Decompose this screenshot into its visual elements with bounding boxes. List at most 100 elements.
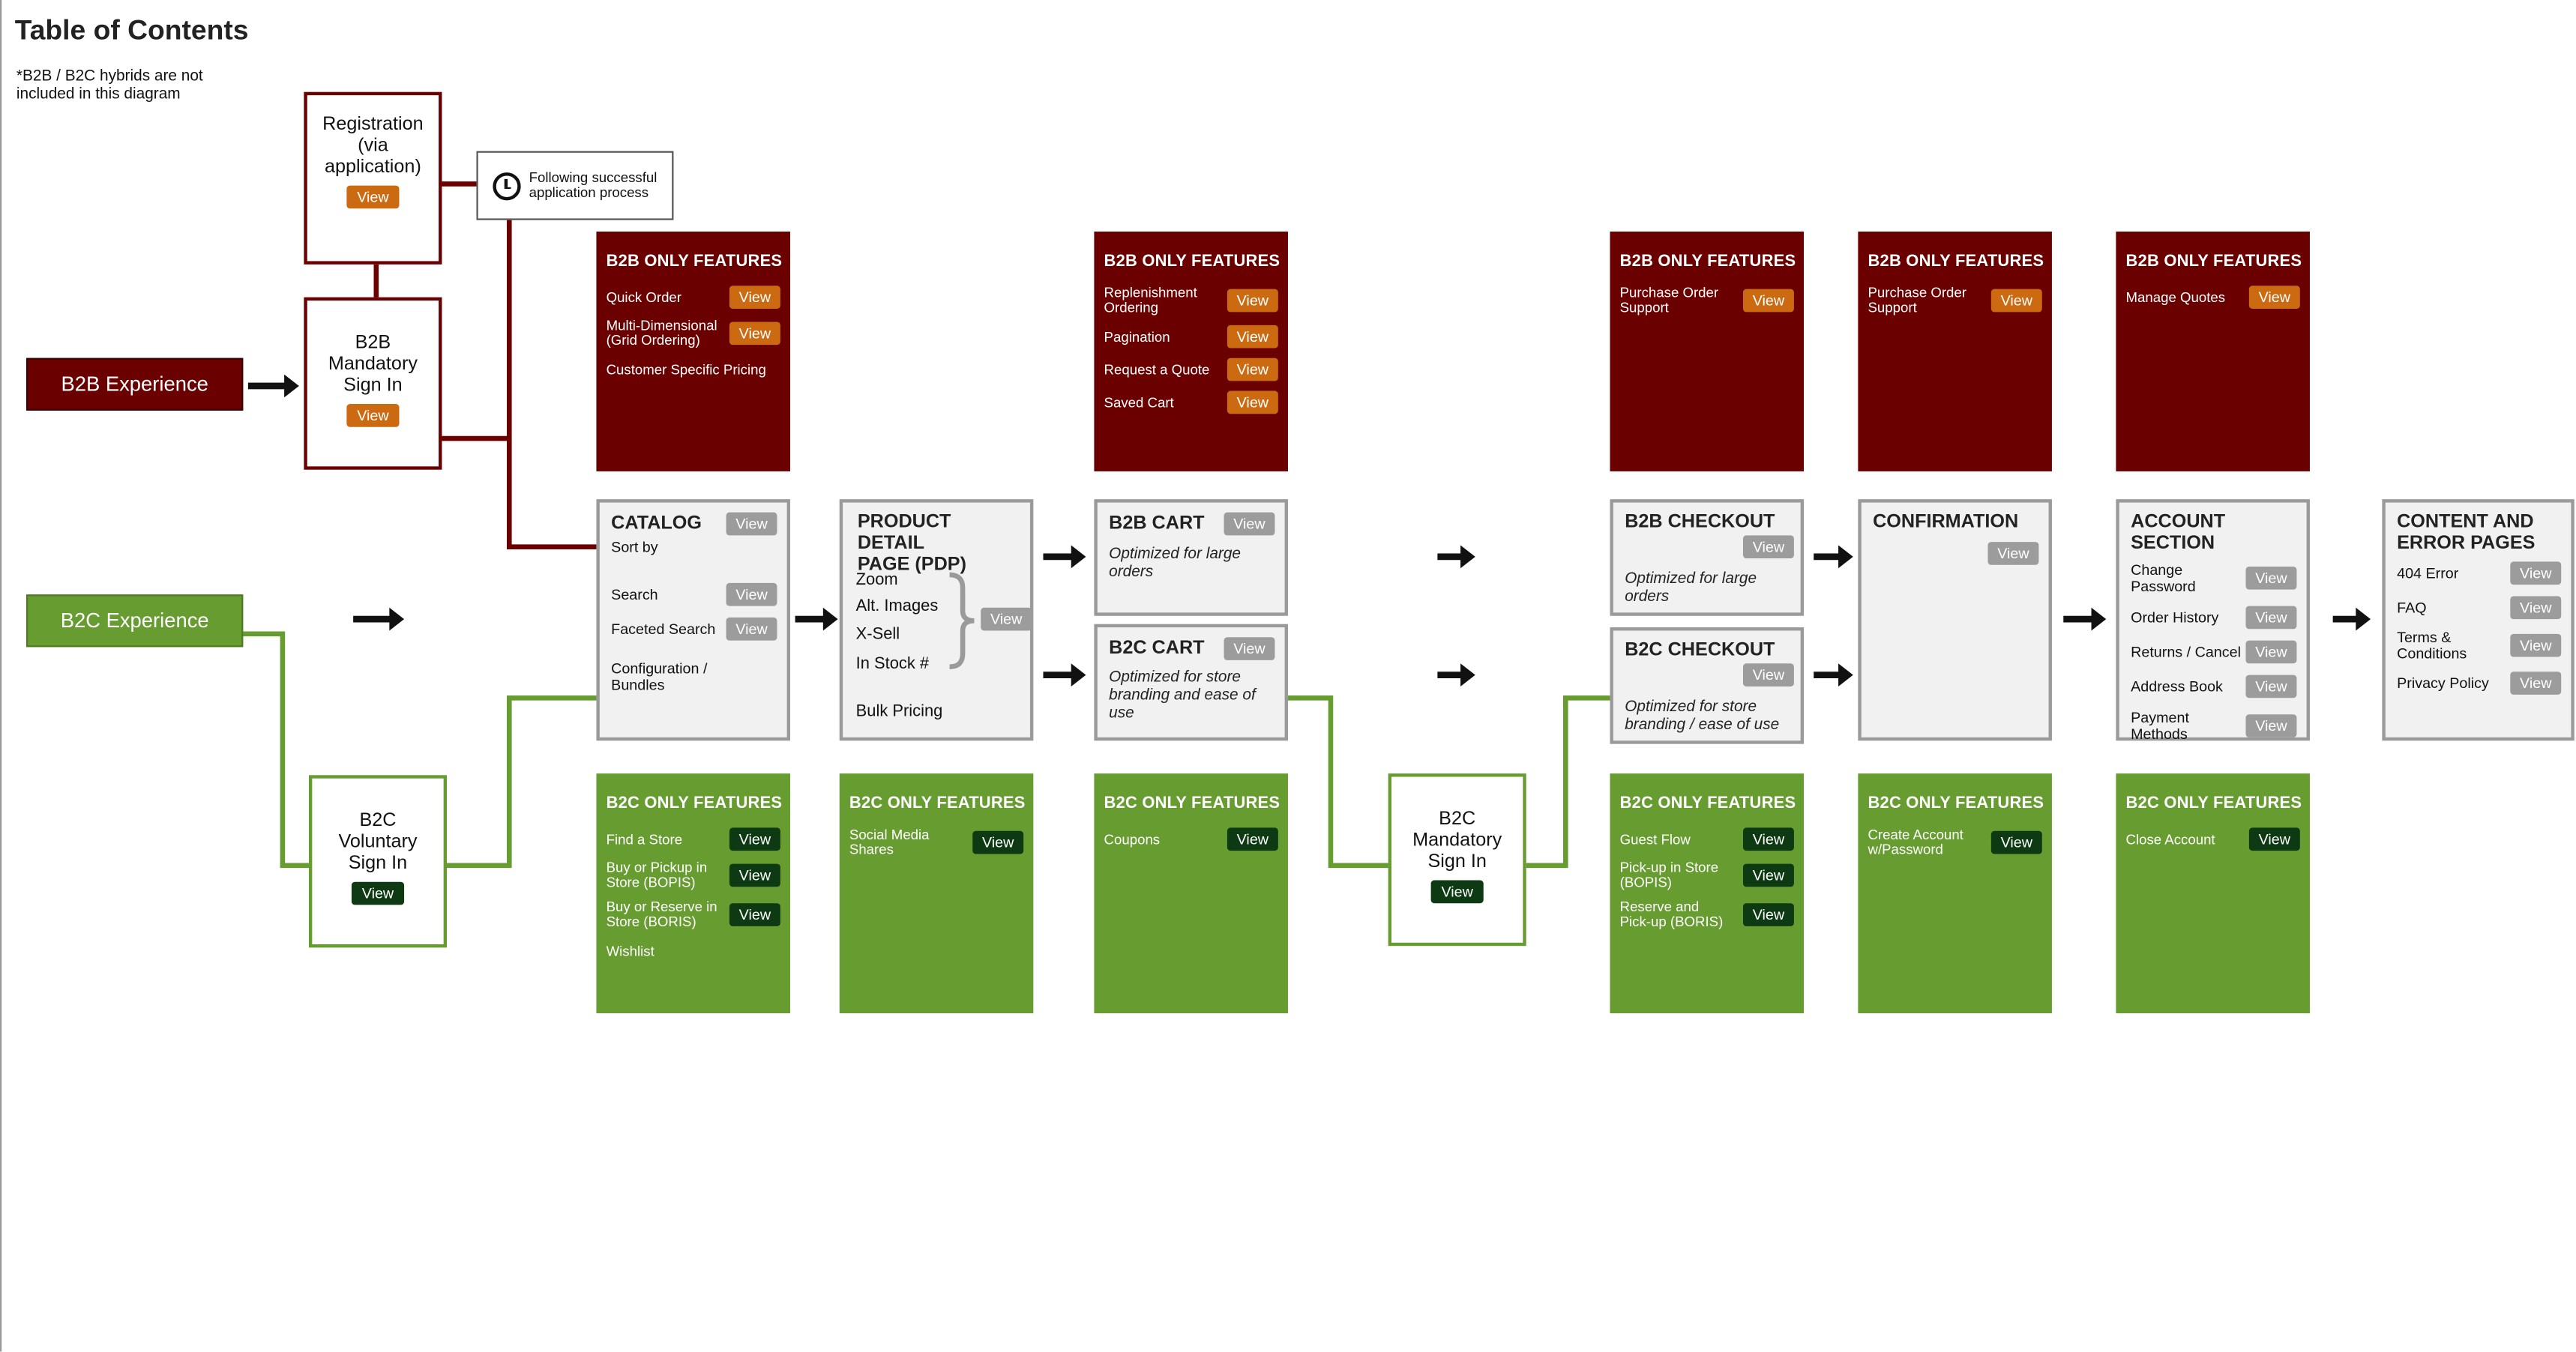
confirmation-title: CONFIRMATION bbox=[1873, 512, 2019, 532]
404-view-button[interactable]: View bbox=[2510, 561, 2562, 585]
view-button[interactable]: View bbox=[1227, 357, 1278, 381]
faq-view-button[interactable]: View bbox=[2510, 596, 2562, 620]
address-book-view-button[interactable]: View bbox=[2245, 675, 2297, 698]
left-edge-divider bbox=[0, 0, 2, 1352]
view-button[interactable]: View bbox=[1742, 863, 1794, 887]
feature-row: Pick-up in Store (BOPIS)View bbox=[1620, 860, 1794, 890]
b2c-mandatory-signin-node: B2C Mandatory Sign In View bbox=[1388, 773, 1526, 947]
view-button[interactable]: View bbox=[972, 830, 1024, 854]
faceted-view-button[interactable]: View bbox=[726, 617, 777, 641]
content-item-label: 404 Error bbox=[2397, 564, 2459, 582]
view-button[interactable]: View bbox=[2248, 827, 2300, 851]
b2b-cart-title: B2B CART bbox=[1109, 513, 1205, 534]
view-button[interactable]: View bbox=[1227, 289, 1278, 313]
order-history-view-button[interactable]: View bbox=[2245, 606, 2297, 630]
view-button[interactable]: View bbox=[1742, 903, 1794, 926]
feature-panel-title: B2C ONLY FEATURES bbox=[2125, 794, 2302, 813]
confirmation-view-button[interactable]: View bbox=[1987, 542, 2039, 565]
registration-label: Registration (via application) bbox=[322, 115, 424, 178]
terms-view-button[interactable]: View bbox=[2510, 633, 2562, 657]
account-item-label: Address Book bbox=[2131, 678, 2223, 695]
catalog-config-label: Configuration / Bundles bbox=[611, 660, 708, 693]
b2b-checkout-title: B2B CHECKOUT bbox=[1625, 512, 1775, 532]
feature-label: Find a Store bbox=[606, 830, 683, 847]
b2c-checkout-page: B2C CHECKOUT View Optimized for store br… bbox=[1610, 627, 1805, 744]
view-button[interactable]: View bbox=[729, 286, 780, 309]
change-password-view-button[interactable]: View bbox=[2245, 566, 2297, 590]
registration-node: Registration (via application) View bbox=[304, 91, 442, 265]
feature-panel-title: B2C ONLY FEATURES bbox=[1104, 794, 1281, 813]
pdp-bulk-pricing-label: Bulk Pricing bbox=[855, 702, 943, 721]
catalog-view-button[interactable]: View bbox=[726, 512, 777, 536]
arrow-to-b2b-checkout bbox=[1437, 545, 1475, 569]
view-button[interactable]: View bbox=[729, 903, 780, 926]
account-title: ACCOUNT SECTION bbox=[2131, 512, 2226, 554]
pdp-title: PRODUCT DETAIL PAGE (PDP) bbox=[857, 512, 967, 575]
feature-panel-title: B2B ONLY FEATURES bbox=[606, 253, 783, 271]
b2c-mandatory-view-button[interactable]: View bbox=[1431, 880, 1484, 904]
b2b-cart-view-button[interactable]: View bbox=[1224, 512, 1275, 536]
registration-view-button[interactable]: View bbox=[347, 185, 399, 209]
feature-label: Buy or Reserve in Store (BORIS) bbox=[606, 898, 717, 930]
feature-label: Purchase Order Support bbox=[1619, 284, 1719, 316]
feature-row: Pagination View bbox=[1104, 325, 1278, 348]
feature-row: Buy or Pickup in Store (BOPIS)View bbox=[607, 860, 780, 890]
page-title: Table of Contents bbox=[14, 14, 249, 46]
feature-row: Buy or Reserve in Store (BORIS) View bbox=[606, 898, 780, 930]
view-button[interactable]: View bbox=[1227, 325, 1278, 348]
pdp-view-button[interactable]: View bbox=[981, 607, 1032, 631]
feature-label: Pagination bbox=[1104, 328, 1170, 345]
payment-methods-view-button[interactable]: View bbox=[2245, 714, 2297, 737]
arrow-to-b2c-checkout bbox=[1437, 663, 1475, 686]
privacy-view-button[interactable]: View bbox=[2510, 672, 2562, 695]
view-button[interactable]: View bbox=[1990, 830, 2042, 854]
b2c-cart-view-button[interactable]: View bbox=[1224, 637, 1275, 660]
feature-panel-title: B2B ONLY FEATURES bbox=[2125, 253, 2302, 271]
view-button[interactable]: View bbox=[1227, 827, 1278, 851]
feature-label: Saved Cart bbox=[1104, 393, 1174, 410]
b2c-checkout-desc: Optimized for store branding / ease of u… bbox=[1625, 698, 1780, 734]
b2c-voluntary-view-button[interactable]: View bbox=[352, 881, 404, 905]
b2b-checkout-view-button[interactable]: View bbox=[1742, 535, 1794, 559]
arrow-b2c-checkout-to-confirmation bbox=[1814, 663, 1853, 686]
view-button[interactable]: View bbox=[729, 322, 780, 345]
b2c-voluntary-label: B2C Voluntary Sign In bbox=[338, 811, 418, 874]
b2c-voluntary-signin-node: B2C Voluntary Sign In View bbox=[308, 775, 448, 948]
brace-icon bbox=[949, 572, 975, 669]
b2c-checkout-view-button[interactable]: View bbox=[1742, 663, 1794, 686]
search-view-button[interactable]: View bbox=[726, 582, 777, 606]
view-button[interactable]: View bbox=[2248, 286, 2300, 309]
view-button[interactable]: View bbox=[1227, 390, 1278, 414]
arrow-confirmation-to-account bbox=[2063, 607, 2107, 631]
view-button[interactable]: View bbox=[1990, 289, 2042, 313]
b2c-features-confirmation: B2C ONLY FEATURES Create Account w/Passw… bbox=[1858, 773, 2052, 1014]
view-button[interactable]: View bbox=[729, 827, 780, 851]
feature-label: Quick Order bbox=[606, 288, 682, 305]
confirmation-page: CONFIRMATION View bbox=[1858, 499, 2052, 741]
view-button[interactable]: View bbox=[729, 863, 780, 887]
account-item-label: Payment Methods bbox=[2131, 709, 2189, 743]
view-button[interactable]: View bbox=[1742, 289, 1794, 313]
feature-panel-title: B2B ONLY FEATURES bbox=[1619, 253, 1796, 271]
returns-view-button[interactable]: View bbox=[2245, 640, 2297, 664]
b2c-cart-title: B2C CART bbox=[1109, 638, 1205, 658]
b2c-checkout-title: B2C CHECKOUT bbox=[1625, 640, 1775, 660]
arrow-b2b-checkout-to-confirmation bbox=[1814, 545, 1853, 569]
b2b-signin-view-button[interactable]: View bbox=[347, 404, 399, 427]
pdp-alt-images-label: Alt. Images bbox=[855, 597, 939, 616]
view-button[interactable]: View bbox=[1742, 827, 1794, 851]
feature-row: Multi-Dimensional (Grid Ordering)View bbox=[607, 318, 780, 348]
b2b-cart-desc: Optimized for large orders bbox=[1109, 545, 1242, 582]
feature-row: Wishlist bbox=[607, 939, 780, 962]
